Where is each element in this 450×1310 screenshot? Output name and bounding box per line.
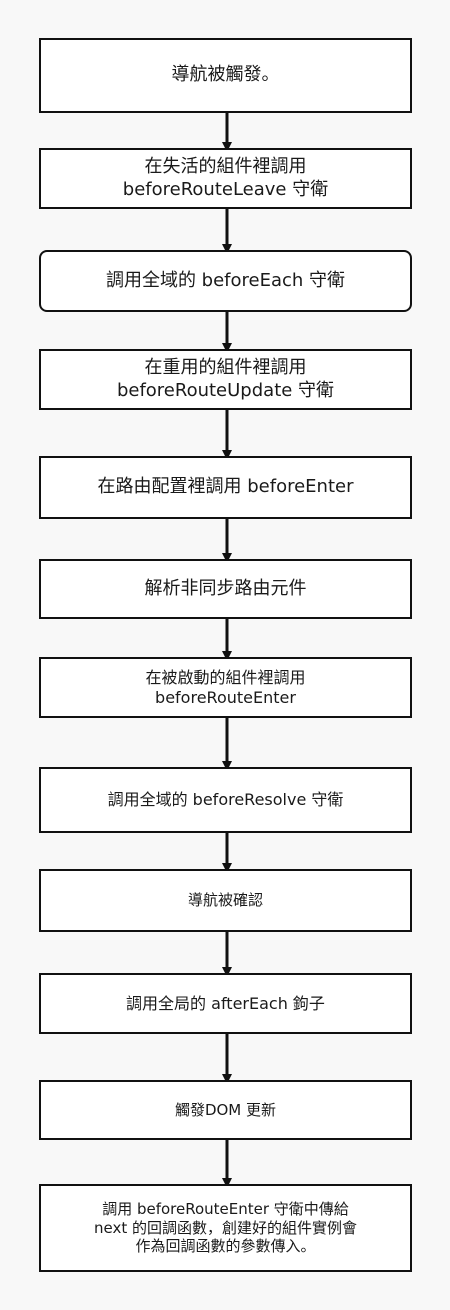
flow-step-text: 解析非同步路由元件 <box>145 578 307 601</box>
flow-step-line: 調用 beforeRouteEnter 守衛中傳給 <box>102 1199 349 1218</box>
flow-step-1: 導航被觸發。 <box>39 38 412 113</box>
flow-step-line: 作為回調函數的參數傳入。 <box>135 1237 316 1256</box>
flow-step-10: 調用全局的 afterEach 鉤子 <box>39 973 412 1034</box>
flow-step-line: 調用全域的 beforeResolve 守衛 <box>107 790 344 809</box>
flow-step-text: 調用全域的 beforeEach 守衛 <box>106 270 345 293</box>
flow-step-line: 在失活的組件裡調用 <box>144 156 307 177</box>
flow-step-text: 導航被觸發。 <box>172 64 280 87</box>
flow-step-8: 調用全域的 beforeResolve 守衛 <box>39 767 412 833</box>
flow-step-line: 在被啟動的組件裡調用 <box>145 667 306 687</box>
flow-step-line: 導航被確認 <box>187 891 263 910</box>
flow-step-line: 在路由配置裡調用 beforeEnter <box>97 476 354 498</box>
flow-step-text: 調用全域的 beforeResolve 守衛 <box>108 790 344 810</box>
flow-step-line: beforeRouteUpdate 守衛 <box>116 379 335 401</box>
flow-step-text: 導航被確認 <box>188 891 263 910</box>
flow-step-text: 調用全局的 afterEach 鉤子 <box>126 994 325 1014</box>
flow-step-6: 解析非同步路由元件 <box>39 559 412 619</box>
flow-step-text: 在路由配置裡調用 beforeEnter <box>98 476 354 499</box>
flow-step-11: 觸發DOM 更新 <box>39 1080 412 1140</box>
flow-step-line: next 的回調函數，創建好的組件實例會 <box>94 1218 357 1237</box>
flow-step-5: 在路由配置裡調用 beforeEnter <box>39 456 412 519</box>
flow-step-text: 觸發DOM 更新 <box>175 1101 276 1120</box>
flow-step-line: 調用全域的 beforeEach 守衛 <box>105 269 346 291</box>
flow-step-line: beforeRouteLeave 守衛 <box>122 178 329 200</box>
flow-step-line: 在重用的組件裡調用 <box>144 357 307 378</box>
flow-step-line: 解析非同步路由元件 <box>144 577 307 599</box>
flow-step-line: 調用全局的 afterEach 鉤子 <box>126 993 325 1013</box>
flow-step-line: 導航被觸發。 <box>171 64 280 86</box>
flow-step-9: 導航被確認 <box>39 869 412 932</box>
flow-step-3: 調用全域的 beforeEach 守衛 <box>39 250 412 312</box>
flow-step-line: 觸發DOM 更新 <box>174 1100 277 1119</box>
flow-step-line: beforeRouteEnter <box>155 687 296 707</box>
